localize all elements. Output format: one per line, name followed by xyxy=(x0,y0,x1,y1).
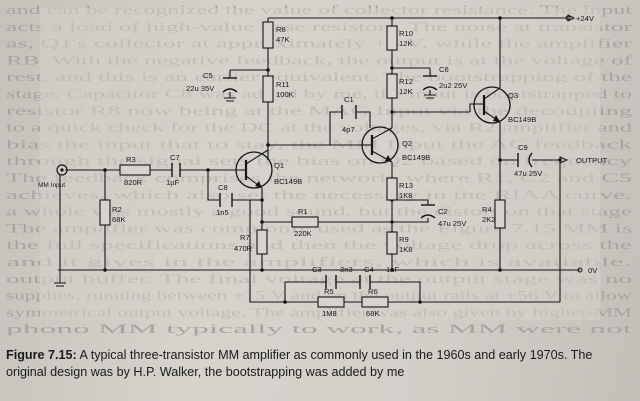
label-r9-name: R9 xyxy=(399,235,409,244)
label-r2-value: 68K xyxy=(112,215,126,224)
label-r7-name: R7 xyxy=(240,233,250,242)
mm-input-jack xyxy=(56,164,68,176)
figure-caption: Figure 7.15: A typical three-transistor … xyxy=(6,347,634,381)
resistor-r5 xyxy=(317,296,345,308)
resistor-r9 xyxy=(386,231,398,255)
resistor-r11 xyxy=(262,75,274,103)
label-r6-name: R6 xyxy=(368,287,378,296)
resistor-bodies xyxy=(99,21,506,308)
label-c2-value: 47u 25V xyxy=(438,219,467,228)
resistor-r1 xyxy=(291,216,319,228)
schematic-wires xyxy=(58,15,583,303)
label-r10-name: R10 xyxy=(399,29,413,38)
label-r1-name: R1 xyxy=(298,207,308,216)
label-r12-name: R12 xyxy=(399,77,413,86)
rail-arrow-icon xyxy=(567,14,576,22)
output-arrow-icon xyxy=(559,156,569,164)
transistor-q2 xyxy=(360,126,399,164)
label-c4-name: C4 xyxy=(364,265,374,274)
label-r7-value: 470R xyxy=(234,244,253,253)
label-c7-name: C7 xyxy=(170,153,180,162)
label-c5-value: 22u 35V xyxy=(186,84,215,93)
label-positive-rail: +24V xyxy=(576,14,595,23)
label-ground-rail: 0V xyxy=(588,266,598,275)
label-c3-name: C3 xyxy=(312,265,322,274)
label-r9-value: 1K8 xyxy=(399,245,413,254)
resistor-r12 xyxy=(386,73,398,99)
label-c1-value: 4p7 xyxy=(342,125,355,134)
label-r3-value: 820R xyxy=(124,178,143,187)
label-c6-value: 2u2 25V xyxy=(439,81,468,90)
label-r6-value: 68K xyxy=(366,309,380,318)
resistor-r13 xyxy=(386,177,398,201)
resistor-r10 xyxy=(386,25,398,51)
label-c4-value: 1nF xyxy=(386,265,399,274)
label-q2-name: Q2 xyxy=(402,139,412,148)
label-r8-value: 47K xyxy=(276,35,290,44)
label-r3-name: R3 xyxy=(126,155,136,164)
figure-panel xyxy=(40,8,600,320)
label-r1-value: 220K xyxy=(294,229,312,238)
label-r12-value: 12K xyxy=(399,87,413,96)
background-text-line: phono MM typically to work, as MM were n… xyxy=(6,322,633,336)
label-q1-value: BC149B xyxy=(274,177,302,186)
resistor-r4 xyxy=(494,199,506,229)
transistor-q1 xyxy=(235,149,273,189)
label-r13-value: 1K8 xyxy=(399,191,413,200)
resistor-r8 xyxy=(262,21,274,49)
label-r11-value: 100K xyxy=(276,90,294,99)
resistor-r2 xyxy=(99,199,111,226)
label-c8-value: 1n5 xyxy=(216,208,229,217)
label-output: OUTPUT xyxy=(576,156,608,165)
capacitor-plates xyxy=(171,75,533,289)
label-r2-name: R2 xyxy=(112,205,122,214)
cap-ground-marks xyxy=(54,94,436,287)
label-r5-name: R5 xyxy=(324,287,334,296)
label-c2-name: C2 xyxy=(438,207,448,216)
label-q1-name: Q1 xyxy=(274,161,284,170)
figure-label: Figure 7.15: xyxy=(6,348,77,362)
label-r13-name: R13 xyxy=(399,181,413,190)
component-labels: R8 47K R11 100K R10 12K R12 12K C5 22u 3… xyxy=(38,14,608,318)
resistor-r7 xyxy=(256,229,268,255)
caption-text: A typical three-transistor MM amplifier … xyxy=(6,348,593,379)
label-c7-value: 1µF xyxy=(166,178,180,187)
label-c6-name: C6 xyxy=(439,65,449,74)
resistor-r6 xyxy=(361,296,389,308)
label-q3-name: Q3 xyxy=(508,91,518,100)
label-q2-value: BC149B xyxy=(402,153,430,162)
label-q3-value: BC149B xyxy=(508,115,536,124)
label-mm-input: MM Input xyxy=(38,182,65,189)
label-c3-value: 3n3 xyxy=(340,265,353,274)
label-c9-name: C9 xyxy=(518,143,528,152)
label-r10-value: 12K xyxy=(399,39,413,48)
label-r4-name: R4 xyxy=(482,205,492,214)
label-c8-name: C8 xyxy=(218,183,228,192)
label-c5-name: C5 xyxy=(203,71,213,80)
label-c9-value: 47u 25V xyxy=(514,169,543,178)
transistor-q3 xyxy=(473,86,511,124)
junction-dots xyxy=(103,16,562,304)
label-r5-value: 1M8 xyxy=(322,309,337,318)
resistor-r3 xyxy=(119,164,151,176)
label-c1-name: C1 xyxy=(344,95,354,104)
label-r11-name: R11 xyxy=(276,80,289,89)
label-r8-name: R8 xyxy=(276,25,286,34)
label-r4-value: 2K2 xyxy=(482,215,496,224)
